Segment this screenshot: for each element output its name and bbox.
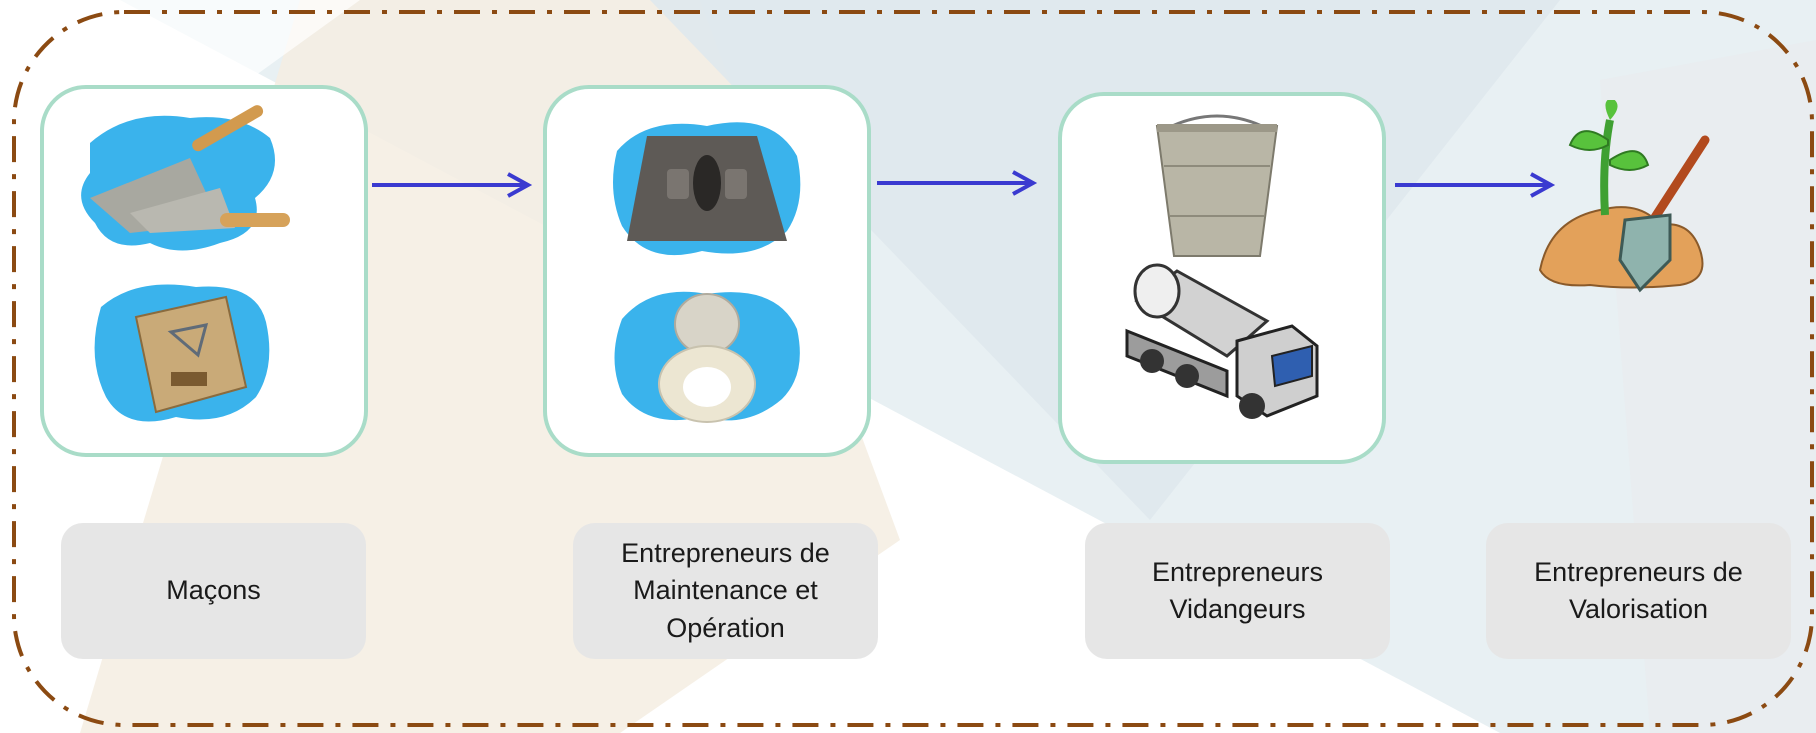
trowel-icon: [81, 105, 290, 251]
flow-arrow-1: [372, 172, 533, 198]
stage-label-valorisation: Entrepreneurs de Valorisation: [1486, 523, 1791, 659]
stage-label-text: Entrepreneurs de Maintenance et Opératio…: [621, 538, 830, 643]
stage-card-macons: [40, 85, 368, 457]
bucket-icon: [1155, 114, 1279, 257]
stage-label-text: Entrepreneurs de Valorisation: [1534, 556, 1743, 624]
tanker-truck-icon: [1125, 263, 1319, 419]
stage-card-vidangeurs: [1058, 92, 1386, 464]
latrine-slab-icon: [613, 122, 801, 256]
stage-label-maintenance: Entrepreneurs de Maintenance et Opératio…: [573, 523, 878, 659]
plant-and-shovel-icon: [1538, 100, 1710, 293]
stage-label-text: Maçons: [166, 575, 261, 606]
stage-card-maintenance: [543, 85, 871, 457]
stage-label-macons: Maçons: [61, 523, 366, 659]
stage-label-text: Entrepreneurs Vidangeurs: [1151, 556, 1324, 624]
toilet-seat-icon: [614, 291, 800, 423]
flow-arrow-3: [1395, 172, 1556, 198]
flow-arrow-2: [877, 170, 1038, 196]
cement-bag-icon: [94, 284, 270, 422]
stage-label-vidangeurs: Entrepreneurs Vidangeurs: [1085, 523, 1390, 659]
